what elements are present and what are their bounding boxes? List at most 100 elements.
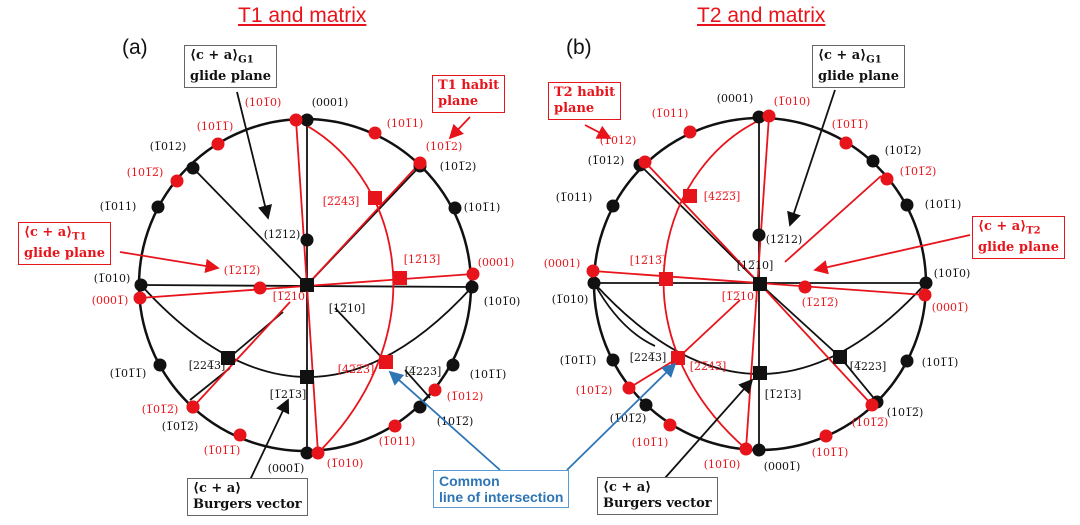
- callout-arrow: [388, 370, 501, 471]
- matrix-pole-label: (101̅1): [464, 201, 501, 214]
- twin-pole-dot: [839, 136, 853, 150]
- matrix-pole-label: (101̅2̅): [437, 415, 474, 428]
- callout-text: ⟨c + a⟩: [818, 48, 867, 63]
- matrix-direction-square: [221, 351, 235, 365]
- twin-pole-dot: [186, 400, 200, 414]
- matrix-pole-dot: [587, 276, 601, 290]
- matrix-direction-square: [300, 370, 314, 384]
- twin-direction-square: [671, 351, 685, 365]
- callout-arrow: [813, 234, 971, 275]
- matrix-pole-dot: [446, 358, 460, 372]
- matrix-direction-square: [833, 350, 847, 364]
- twin-pole-dot: [311, 446, 325, 460]
- twin-pole-dot: [253, 281, 267, 295]
- twin-pole-dot: [865, 398, 879, 412]
- callout-t1-glide-plane: ⟨c + a⟩T1 glide plane: [18, 222, 112, 265]
- twin-pole-dot: [428, 383, 442, 397]
- callout-text: ⟨c + a⟩: [603, 480, 652, 495]
- callout-text: glide plane: [24, 245, 106, 261]
- matrix-pole-label: (0001): [312, 96, 349, 109]
- matrix-direction-square: [753, 366, 767, 380]
- callout-text: glide plane: [978, 239, 1060, 255]
- twin-pole-dot: [289, 113, 303, 127]
- twin-pole-label: (1̅21̅2̅): [224, 264, 261, 277]
- title-t2-and-matrix: T2 and matrix: [697, 4, 826, 27]
- twin-pole-label: (101̅0): [704, 458, 741, 471]
- callout-text: plane: [438, 94, 479, 109]
- twin-direction-label: [12̅13̅]: [630, 254, 667, 267]
- twin-direction-square: [683, 189, 697, 203]
- twin-pole-label: (1̅011): [379, 435, 416, 448]
- twin-pole-label: (101̅1̅): [197, 120, 234, 133]
- twin-pole-dot: [388, 419, 402, 433]
- twin-pole-label: (0001): [478, 256, 515, 269]
- twin-pole-label: (0001): [544, 257, 581, 270]
- twin-pole-label: (1̅010): [327, 457, 364, 470]
- twin-pole-label: (101̅2̅): [127, 166, 164, 179]
- twin-direction-label: [42̅2̅3̅]: [338, 363, 375, 376]
- matrix-pole-dot: [448, 201, 462, 215]
- matrix-trace-a: [334, 307, 387, 363]
- twin-pole-label: (1̅01̅2̅): [900, 165, 937, 178]
- callout-subscript: T2: [1026, 225, 1041, 237]
- twin-direction-label: [2̅2̅43̅]: [690, 360, 727, 373]
- twin-pole-label: (101̅1): [632, 436, 669, 449]
- matrix-pole-label: (0001): [717, 92, 754, 105]
- twin-pole-label: (1̅012): [447, 390, 484, 403]
- matrix-pole-label: (1̅010): [94, 272, 131, 285]
- twin-trace-b: [628, 299, 741, 389]
- callout-burgers-vector-b: ⟨c + a⟩ Burgers vector: [597, 477, 718, 515]
- callout-text: ⟨c + a⟩: [978, 219, 1027, 234]
- twin-pole-dot: [170, 174, 184, 188]
- callout-text: Burgers vector: [193, 497, 302, 512]
- twin-pole-label: (101̅1̅): [812, 446, 849, 459]
- callout-t2-glide-plane: ⟨c + a⟩T2 glide plane: [972, 216, 1066, 259]
- callout-g1-glide-plane-b: ⟨c + a⟩G1 glide plane: [812, 45, 906, 88]
- twin-pole-dot: [683, 125, 697, 139]
- matrix-pole-label: (101̅2): [885, 144, 922, 157]
- twin-direction-label: [42̅2̅3̅]: [704, 190, 741, 203]
- callout-arrow: [664, 378, 754, 479]
- matrix-pole-label: (0001̅): [764, 460, 801, 473]
- twin-pole-label: (101̅1): [387, 117, 424, 130]
- matrix-pole-label: (1̅012): [150, 140, 187, 153]
- panel-label-a: (a): [122, 36, 148, 59]
- matrix-direction-square: [300, 278, 314, 292]
- twin-direction-label: [2̅2̅43̅]: [323, 195, 360, 208]
- matrix-pole-dot: [186, 161, 200, 175]
- matrix-pole-dot: [151, 200, 165, 214]
- twin-pole-label: (1̅01̅1̅): [832, 118, 869, 131]
- callout-subscript: G1: [238, 54, 254, 66]
- matrix-pole-dot: [639, 398, 653, 412]
- matrix-pole-dot: [413, 400, 427, 414]
- matrix-pole-label: (12̅12): [264, 228, 301, 241]
- twin-pole-dot: [798, 280, 812, 294]
- matrix-pole-dot: [752, 228, 766, 242]
- callout-arrow: [787, 89, 836, 227]
- matrix-pole-dot: [153, 358, 167, 372]
- panel-label-b: (b): [566, 36, 592, 59]
- matrix-pole-dot: [606, 199, 620, 213]
- matrix-direction-label: [224̅3]: [630, 351, 667, 364]
- twin-pole-label: (101̅2̅): [852, 416, 889, 429]
- twin-direction-square: [659, 272, 673, 286]
- twin-trace-a: [306, 162, 421, 286]
- matrix-pole-dot: [919, 276, 933, 290]
- matrix-pole-dot: [900, 198, 914, 212]
- twin-pole-dot: [368, 126, 382, 140]
- twin-pole-label: (1̅21̅2̅): [802, 296, 839, 309]
- matrix-direction-label: [1̅21̅3]: [270, 388, 307, 401]
- matrix-direction-label: [4̅223]: [850, 360, 887, 373]
- matrix-direction-label: [4̅223]: [405, 365, 442, 378]
- callout-text: line of intersection: [439, 489, 564, 505]
- matrix-pole-label: (12̅12): [766, 233, 803, 246]
- matrix-pole-dot: [606, 353, 620, 367]
- matrix-pole-label: (101̅1̅): [922, 356, 959, 369]
- twin-pole-label: (101̅0): [245, 96, 282, 109]
- twin-pole-label: (1̅01̅2̅): [142, 403, 179, 416]
- callout-text: T2 habit: [554, 85, 616, 100]
- matrix-pole-label: (101̅1̅): [470, 368, 507, 381]
- matrix-direction-square: [753, 277, 767, 291]
- twin-trace-b: [644, 161, 761, 285]
- matrix-pole-label: (1̅012): [588, 154, 625, 167]
